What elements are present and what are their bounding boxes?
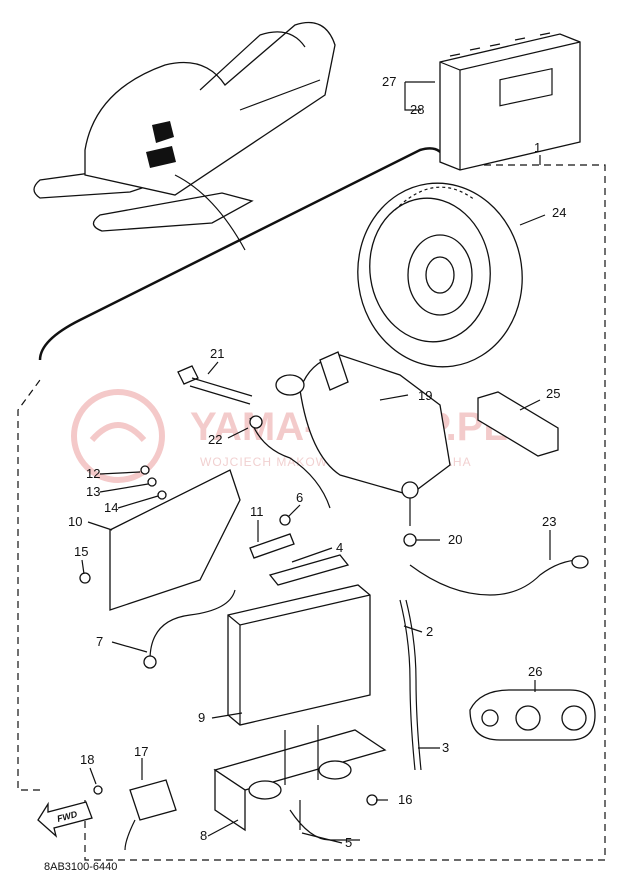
callout-3: 3 bbox=[442, 740, 449, 755]
leader-lines bbox=[81, 81, 551, 844]
callout-14: 14 bbox=[104, 500, 118, 515]
bracket-4 bbox=[268, 554, 350, 586]
callout-23: 23 bbox=[542, 514, 556, 529]
nut-6 bbox=[279, 514, 291, 526]
panel-26 bbox=[469, 689, 596, 741]
diagram-code: 8AB3100-6440 bbox=[44, 861, 117, 873]
pad-25 bbox=[477, 391, 559, 457]
vent-hose-2 bbox=[399, 599, 416, 771]
washer-13 bbox=[147, 477, 157, 487]
callout-10: 10 bbox=[68, 514, 82, 529]
callout-19: 19 bbox=[418, 388, 432, 403]
callout-22: 22 bbox=[208, 432, 222, 447]
washer-14 bbox=[157, 490, 167, 500]
battery-27 bbox=[439, 32, 581, 171]
starter-motor-19 bbox=[275, 351, 451, 526]
tray-8 bbox=[213, 725, 387, 832]
callout-1: 1 bbox=[534, 140, 541, 155]
clamp-11 bbox=[249, 533, 295, 559]
assembly-boundary bbox=[17, 164, 606, 861]
callout-9: 9 bbox=[198, 710, 205, 725]
cable-7 bbox=[149, 589, 236, 661]
callout-20: 20 bbox=[448, 532, 462, 547]
bolt-16 bbox=[366, 794, 378, 806]
callout-13: 13 bbox=[86, 484, 100, 499]
callout-6: 6 bbox=[296, 490, 303, 505]
callouts: 1 2 3 4 5 6 7 8 9 10 11 12 13 14 15 16 1… bbox=[68, 74, 566, 850]
callout-24: 24 bbox=[552, 205, 566, 220]
callout-11: 11 bbox=[250, 504, 264, 519]
callout-25: 25 bbox=[546, 386, 560, 401]
screw-12 bbox=[140, 465, 150, 475]
nut-15 bbox=[79, 572, 91, 584]
callout-5: 5 bbox=[345, 835, 352, 850]
flywheel-24 bbox=[357, 182, 523, 368]
callout-2: 2 bbox=[426, 624, 433, 639]
callout-28: 28 bbox=[410, 102, 424, 117]
snowmobile-sketch bbox=[33, 21, 336, 251]
callout-7: 7 bbox=[96, 634, 103, 649]
callout-16: 16 bbox=[398, 792, 412, 807]
fwd-arrow-icon: FWD bbox=[37, 801, 93, 838]
callout-15: 15 bbox=[74, 544, 88, 559]
callout-4: 4 bbox=[336, 540, 343, 555]
callout-26: 26 bbox=[528, 664, 542, 679]
cable-22 bbox=[249, 417, 331, 509]
battery-9 bbox=[227, 584, 371, 726]
callout-21: 21 bbox=[210, 346, 224, 361]
callout-18: 18 bbox=[80, 752, 94, 767]
callout-17: 17 bbox=[134, 744, 148, 759]
cable-23 bbox=[409, 559, 581, 596]
relay-17 bbox=[124, 779, 177, 851]
screw-18 bbox=[93, 785, 103, 795]
rod-5 bbox=[289, 800, 360, 841]
cover-plate-10 bbox=[109, 469, 241, 611]
callout-27: 27 bbox=[382, 74, 396, 89]
callout-12: 12 bbox=[86, 466, 100, 481]
callout-8: 8 bbox=[200, 828, 207, 843]
nut-20 bbox=[403, 533, 417, 547]
bolt-21 bbox=[177, 365, 253, 405]
